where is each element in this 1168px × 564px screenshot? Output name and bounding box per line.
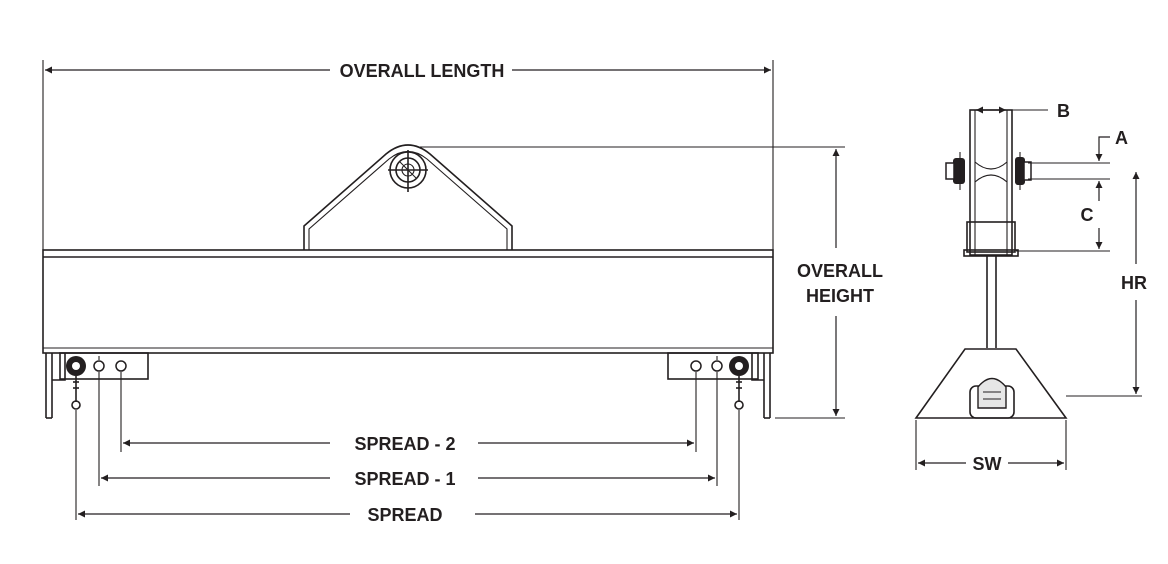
a-label: A — [1115, 128, 1128, 148]
hr-dimension: HR — [1066, 172, 1147, 397]
overall-length-dimension: OVERALL LENGTH — [42, 60, 774, 250]
spread-1-dimension: SPREAD - 1 — [98, 372, 718, 489]
spread-1-label: SPREAD - 1 — [354, 469, 455, 489]
right-end-bracket — [667, 352, 771, 419]
overall-height-dimension: OVERALL HEIGHT — [420, 146, 883, 419]
c-label: C — [1081, 205, 1094, 225]
b-dimension: B — [976, 101, 1070, 121]
c-dimension: C — [1016, 181, 1110, 252]
lifting-bail — [303, 144, 513, 250]
overall-height-label-line1: OVERALL — [797, 261, 883, 281]
left-end-bracket — [45, 352, 149, 419]
right-hook-assembly — [690, 356, 749, 410]
spread-2-label: SPREAD - 2 — [354, 434, 455, 454]
a-dimension: A — [1028, 128, 1128, 180]
sw-dimension: SW — [915, 420, 1067, 474]
side-beam-web — [986, 256, 997, 348]
overall-height-label-line2: HEIGHT — [806, 286, 874, 306]
spread-2-dimension: SPREAD - 2 — [120, 372, 697, 454]
left-hook-assembly — [66, 356, 127, 410]
front-view: OVERALL LENGTH OVERALL HEIGHT SPREAD - 2… — [42, 60, 883, 525]
spread-label: SPREAD — [367, 505, 442, 525]
side-bail-plates — [963, 109, 1019, 257]
hr-label: HR — [1121, 273, 1147, 293]
side-view: B A C HR SW — [914, 101, 1147, 474]
overall-length-label: OVERALL LENGTH — [340, 61, 505, 81]
spread-dimension: SPREAD — [75, 410, 740, 525]
b-label: B — [1057, 101, 1070, 121]
sw-label: SW — [973, 454, 1002, 474]
side-saddle — [914, 348, 1068, 419]
main-beam — [42, 249, 774, 354]
side-pin — [945, 152, 1032, 190]
